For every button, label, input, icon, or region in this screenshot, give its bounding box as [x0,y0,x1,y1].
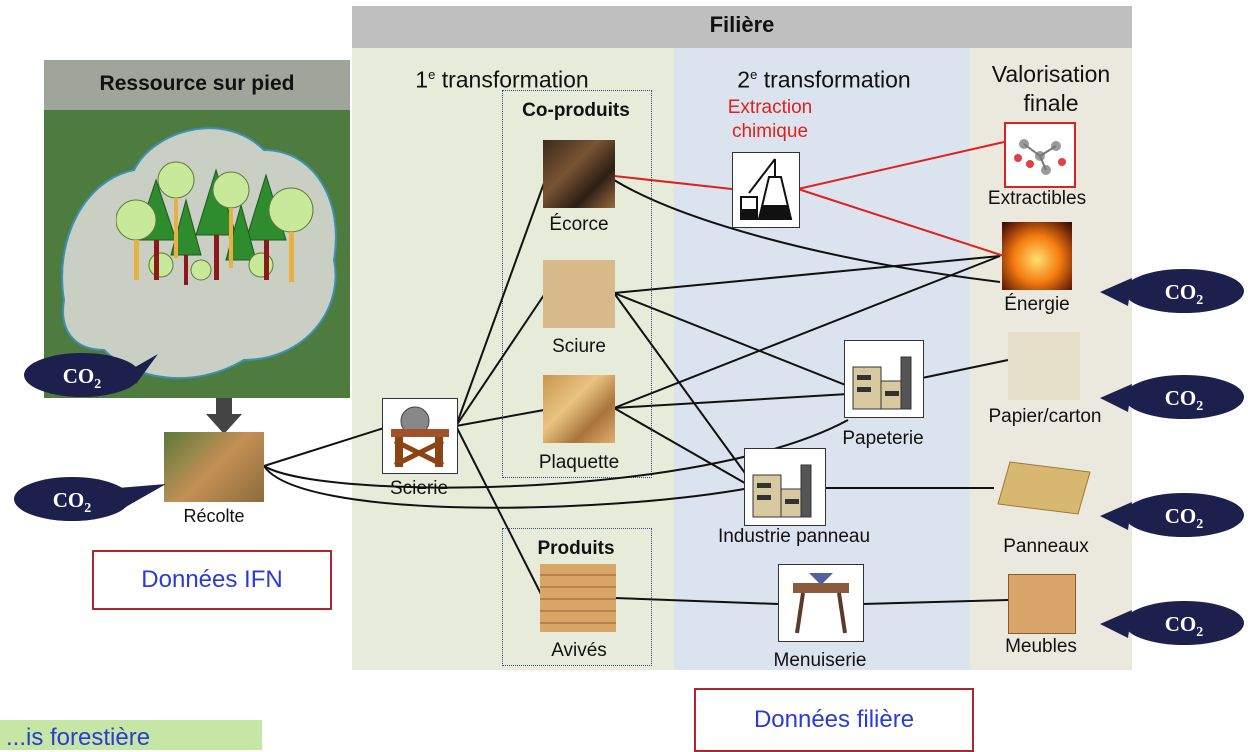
scierie-icon [382,398,458,474]
svg-text:CO2: CO2 [53,488,92,516]
svg-text:CO2: CO2 [1165,612,1204,640]
svg-text:CO2: CO2 [1165,504,1204,532]
donnees-ifn-box: Données IFN [92,550,332,610]
industrie-panneau-label: Industrie panneau [717,526,871,547]
energie-label: Énergie [1004,294,1070,315]
arrow-down-icon [206,398,242,434]
co2-bubble-papier: CO2 [1100,375,1244,419]
final-valorisation-title: Valorisation finale [991,61,1111,116]
co2-bubble-panneaux: CO2 [1100,493,1244,537]
avives-label: Avivés [551,640,607,661]
svg-text:CO2: CO2 [1165,386,1204,414]
plaquette-image [543,375,615,443]
first-transformation-column [352,48,674,670]
meubles-image [1008,574,1076,634]
coproduits-group-box [502,90,652,478]
sciure-label: Sciure [552,336,606,357]
co2-bubble-recolte: CO2 [14,477,166,521]
papeterie-icon [844,340,924,418]
meubles-label: Meubles [1005,636,1077,657]
partial-green-label: ...is forestière [0,720,262,750]
filiere-header-bar [352,6,1132,48]
coproduits-label: Co-produits [522,100,630,121]
menuiserie-label: Menuiserie [773,650,867,671]
industrie-panneau-icon [744,448,826,526]
avives-image [540,564,616,632]
co2-bubble-meubles: CO2 [1100,601,1244,645]
ressource-title: Ressource sur pied [99,72,295,95]
extraction-label: Extraction chimique [727,97,813,142]
panneaux-image [997,461,1091,515]
produits-group-box [502,528,652,666]
co2-bubble-energie: CO2 [1100,269,1244,313]
papier-carton-label: Papier/carton [988,406,1102,427]
recolte-label: Récolte [183,506,245,526]
trees-icon [116,161,314,285]
sciure-image [543,260,615,328]
co2-bubble-ressource: CO2 [24,353,158,397]
ecorce-image [543,140,615,208]
recolte-image [164,432,264,502]
forest-map: Ressource sur pied [44,60,350,398]
extractibles-icon [1004,122,1076,188]
ecorce-label: Écorce [549,214,609,235]
extractibles-label: Extractibles [987,188,1087,209]
donnees-filiere-box: Données filière [694,688,974,752]
papeterie-label: Papeterie [842,428,924,449]
second-transformation-title: 2e transformation [737,66,911,93]
menuiserie-icon [778,564,864,642]
papier-carton-image [1008,332,1080,400]
svg-text:CO2: CO2 [63,364,102,392]
filiere-title: Filière [709,12,775,37]
plaquette-label: Plaquette [538,452,620,473]
svg-text:CO2: CO2 [1165,280,1204,308]
flask-icon [732,152,800,228]
produits-label: Produits [537,538,615,559]
energie-image [1002,222,1072,290]
first-transformation-title: 1e transformation [415,66,589,93]
panneaux-label: Panneaux [1003,536,1089,557]
scierie-label: Scierie [389,478,449,499]
